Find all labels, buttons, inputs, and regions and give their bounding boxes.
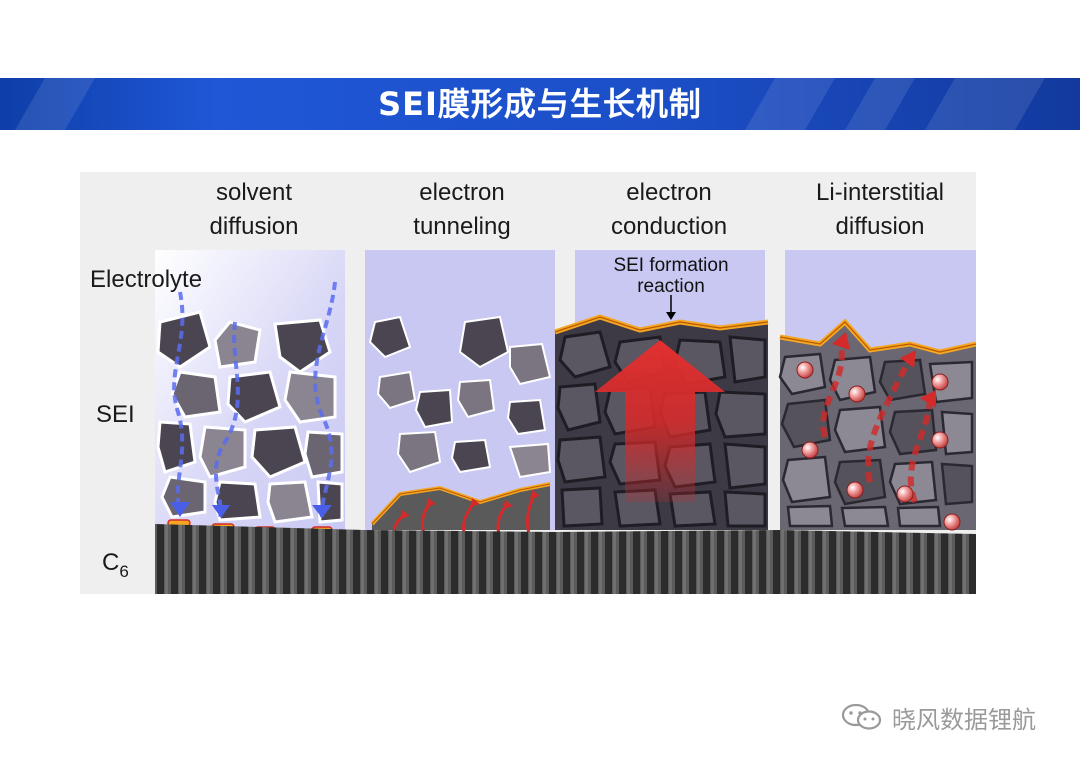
row-label-electrolyte: Electrolyte: [90, 266, 202, 293]
watermark: 晓风数据锂航: [840, 700, 1036, 734]
row-label-sei: SEI: [96, 401, 135, 428]
panel-electron-tunneling: [365, 250, 555, 538]
graphite-substrate: [155, 524, 976, 594]
annotation-line1: SEI formation: [613, 255, 728, 276]
upward-arrow-icon: [595, 340, 725, 502]
panel-title-3-line2: conduction: [611, 213, 727, 240]
panel-title-2-line2: tunneling: [413, 213, 510, 240]
watermark-text: 晓风数据锂航: [892, 705, 1036, 734]
panel-title-1-line1: solvent: [216, 179, 292, 206]
panel-title-1-line2: diffusion: [210, 213, 299, 240]
panel-electron-conduction: SEI formation reaction: [554, 250, 769, 530]
annotation-line2: reaction: [637, 276, 705, 297]
panel-solvent-diffusion: [155, 250, 345, 534]
page-title: SEI膜形成与生长机制: [378, 85, 702, 123]
row-label-c6-main: C: [102, 549, 119, 576]
title-banner: SEI膜形成与生长机制: [0, 78, 1080, 130]
panel-title-4-line1: Li-interstitial: [816, 179, 944, 206]
panel-titles: solvent diffusion electron tunneling ele…: [210, 179, 945, 240]
panel-title-2-line1: electron: [419, 179, 504, 206]
row-labels: Electrolyte SEI C6: [90, 266, 202, 581]
row-label-c6: C6: [102, 549, 129, 581]
sei-mechanism-figure: SEI formation reaction: [80, 172, 977, 594]
wechat-icon: [841, 703, 882, 730]
panel-li-interstitial-diffusion: [778, 250, 977, 531]
panel-title-4-line2: diffusion: [836, 213, 925, 240]
panel-title-3-line1: electron: [626, 179, 711, 206]
row-label-c6-subscript: 6: [119, 562, 128, 581]
